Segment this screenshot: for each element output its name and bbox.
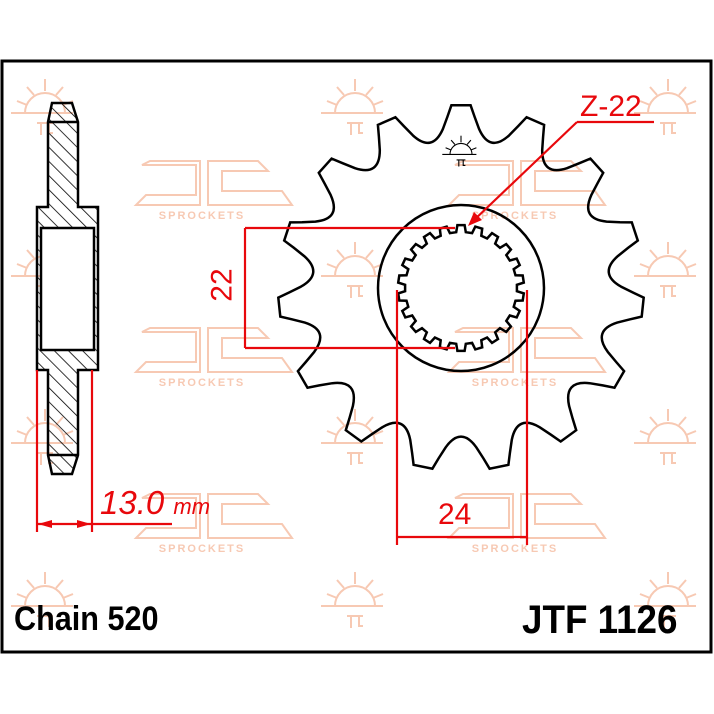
drawing-frame xyxy=(0,59,713,654)
chain-label: Chain 520 xyxy=(14,600,159,638)
hub-circle xyxy=(376,203,546,373)
spline-count-label: Z-22 xyxy=(580,90,642,123)
thickness-label: 13.0 mm xyxy=(100,484,210,522)
spline-outline xyxy=(396,223,526,353)
part-number: JTF 1126 xyxy=(522,598,678,642)
thickness-unit: mm xyxy=(173,494,211,519)
thickness-value: 13.0 xyxy=(100,484,165,521)
hub-width-label: 24 xyxy=(438,498,472,531)
dimension-lines xyxy=(35,120,654,545)
sprocket-outline xyxy=(276,104,646,471)
side-profile xyxy=(35,101,100,476)
spline-diameter-label: 22 xyxy=(205,268,239,302)
